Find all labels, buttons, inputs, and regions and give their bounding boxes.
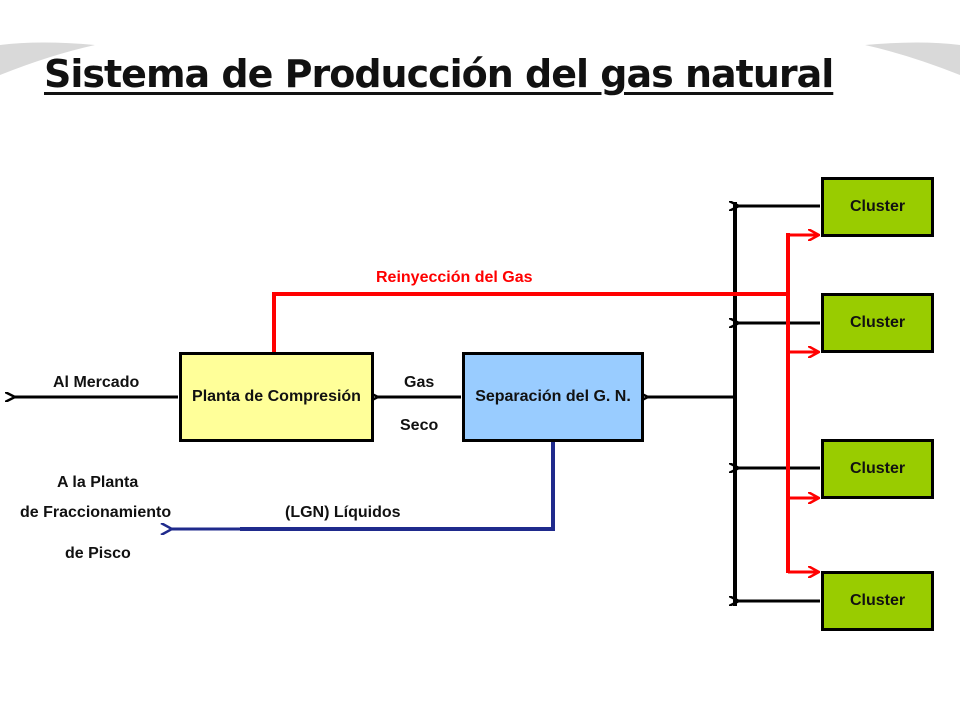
liquids-line bbox=[240, 442, 555, 531]
planta-fraccionamiento-line2: de Fraccionamiento bbox=[20, 504, 172, 521]
cluster-label: Cluster bbox=[849, 592, 906, 609]
corner-decoration-right bbox=[865, 42, 960, 75]
planta-compresion-box: Planta de Compresión bbox=[179, 352, 374, 442]
cluster-label: Cluster bbox=[849, 198, 906, 215]
cluster-box-4: Cluster bbox=[821, 571, 934, 631]
gas-label: Gas bbox=[404, 374, 435, 391]
cluster-box-1: Cluster bbox=[821, 177, 934, 237]
cluster-label: Cluster bbox=[849, 314, 906, 331]
reinyeccion-label: Reinyección del Gas bbox=[376, 269, 533, 286]
seco-label: Seco bbox=[400, 417, 439, 434]
cluster-box-2: Cluster bbox=[821, 293, 934, 353]
planta-fraccionamiento-line3: de Pisco bbox=[65, 545, 131, 562]
al-mercado-label: Al Mercado bbox=[53, 374, 140, 391]
lgn-liquidos-label: (LGN) Líquidos bbox=[285, 504, 401, 521]
corner-decoration-left bbox=[0, 42, 95, 75]
separacion-label: Separación del G. N. bbox=[475, 388, 631, 405]
page-title: Sistema de Producción del gas natural bbox=[44, 52, 834, 96]
planta-fraccionamiento-line1: A la Planta bbox=[57, 474, 139, 491]
planta-compresion-label: Planta de Compresión bbox=[192, 388, 361, 405]
reinjection-line bbox=[272, 292, 788, 352]
separacion-box: Separación del G. N. bbox=[462, 352, 644, 442]
cluster-label: Cluster bbox=[849, 460, 906, 477]
cluster-box-3: Cluster bbox=[821, 439, 934, 499]
